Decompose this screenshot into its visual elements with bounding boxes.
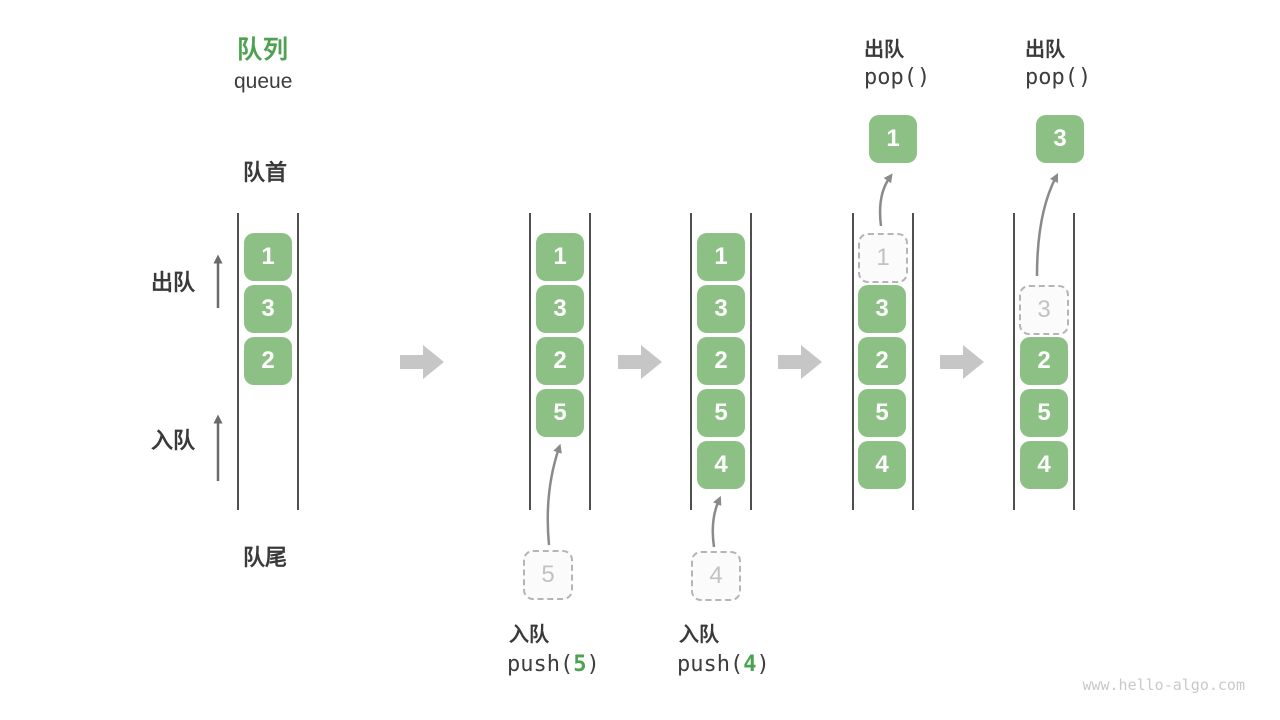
push4-code-close: ) [756, 652, 770, 677]
website-watermark: www.hello-algo.com [1082, 676, 1245, 694]
pop2-label: 出队 [1025, 39, 1065, 61]
queue-wall [1013, 213, 1015, 510]
state-transition-arrow-icon [940, 345, 984, 379]
page-title: 队列 [237, 36, 290, 64]
incoming-item-ghost: 4 [691, 551, 741, 601]
popped-item: 1 [869, 115, 917, 163]
queue-front-label: 队首 [243, 160, 288, 185]
queue-wall [750, 213, 752, 510]
queue-item: 5 [1020, 389, 1068, 437]
state-transition-arrow-icon [778, 345, 822, 379]
removed-item-ghost: 3 [1019, 285, 1069, 335]
queue-item: 1 [697, 233, 745, 281]
queue-wall [237, 213, 239, 510]
pop2-arrow-icon [1035, 173, 1059, 277]
push5-code-arg: 5 [573, 652, 587, 677]
queue-item: 3 [858, 285, 906, 333]
removed-item-ghost: 1 [858, 233, 908, 283]
queue-item: 5 [697, 389, 745, 437]
queue-item: 2 [536, 337, 584, 385]
push4-code-open: push( [677, 652, 744, 677]
push5-code: push(5) [507, 652, 600, 677]
push4-code: push(4) [677, 652, 770, 677]
push5-arrow-icon [546, 443, 562, 546]
push4-code-arg: 4 [743, 652, 757, 677]
queue-rear-label: 队尾 [243, 545, 288, 570]
enqueue-side-label: 入队 [151, 428, 196, 453]
queue-item: 4 [858, 441, 906, 489]
queue-wall [690, 213, 692, 510]
push4-label: 入队 [679, 624, 719, 646]
queue-wall [297, 213, 299, 510]
pop1-code: pop() [864, 65, 931, 90]
queue-wall [912, 213, 914, 510]
push4-arrow-icon [711, 495, 722, 548]
queue-item: 3 [244, 285, 292, 333]
dequeue-side-label: 出队 [151, 270, 196, 295]
queue-item: 4 [1020, 441, 1068, 489]
queue-item: 2 [244, 337, 292, 385]
queue-wall [529, 213, 531, 510]
queue-item: 2 [858, 337, 906, 385]
state-transition-arrow-icon [400, 345, 444, 379]
incoming-item-ghost: 5 [523, 550, 573, 600]
state-transition-arrow-icon [618, 345, 662, 379]
push5-code-close: ) [586, 652, 600, 677]
queue-item: 5 [536, 389, 584, 437]
push5-code-open: push( [507, 652, 574, 677]
page-subtitle: queue [234, 70, 293, 93]
queue-wall [852, 213, 854, 510]
queue-item: 5 [858, 389, 906, 437]
queue-item: 4 [697, 441, 745, 489]
queue-wall [1073, 213, 1075, 510]
pop1-label: 出队 [864, 39, 904, 61]
queue-item: 2 [1020, 337, 1068, 385]
queue-item: 1 [536, 233, 584, 281]
queue-wall [589, 213, 591, 510]
pop2-code: pop() [1025, 65, 1092, 90]
pop1-arrow-icon [878, 173, 893, 227]
popped-item: 3 [1036, 115, 1084, 163]
queue-item: 3 [536, 285, 584, 333]
queue-item: 2 [697, 337, 745, 385]
push5-label: 入队 [509, 624, 549, 646]
queue-item: 1 [244, 233, 292, 281]
queue-item: 3 [697, 285, 745, 333]
